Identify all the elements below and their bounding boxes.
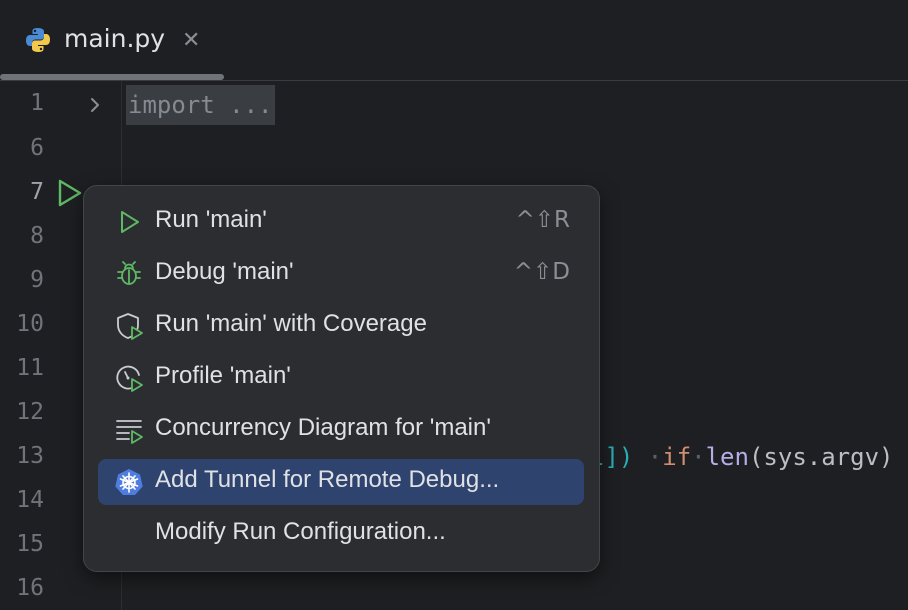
line-number: 7 — [30, 179, 44, 205]
close-icon[interactable]: ✕ — [182, 28, 201, 53]
menu-item-debug[interactable]: Debug 'main' ^⇧D — [98, 251, 584, 297]
line-number: 8 — [30, 223, 44, 249]
chevron-right-icon[interactable] — [84, 94, 106, 116]
menu-item-concurrency-diagram[interactable]: Concurrency Diagram for 'main' — [98, 407, 584, 453]
tab-main-py[interactable]: main.py ✕ — [0, 0, 224, 80]
menu-item-label: Run 'main' with Coverage — [155, 310, 427, 337]
menu-item-label: Add Tunnel for Remote Debug... — [155, 466, 500, 493]
menu-item-label: Modify Run Configuration... — [155, 518, 446, 545]
menu-item-modify-run-configuration[interactable]: Modify Run Configuration... — [98, 511, 584, 557]
code-token: (sys.argv) — [748, 443, 894, 471]
shortcut-label: ^⇧D — [513, 259, 570, 285]
tab-label: main.py — [64, 24, 166, 53]
python-icon — [26, 28, 50, 52]
menu-item-profile[interactable]: Profile 'main' — [98, 355, 584, 401]
line-number: 11 — [16, 355, 44, 381]
menu-item-label: Debug 'main' — [155, 258, 294, 285]
menu-item-run[interactable]: Run 'main' ^⇧R — [98, 199, 584, 245]
menu-item-add-tunnel-remote-debug[interactable]: Add Tunnel for Remote Debug... — [98, 459, 584, 505]
run-context-menu: Run 'main' ^⇧R Debug 'main' ^⇧D Run 'mai… — [83, 185, 600, 572]
run-gutter-icon[interactable] — [56, 178, 84, 208]
line-number: 10 — [16, 311, 44, 337]
line-number: 16 — [16, 575, 44, 601]
active-tab-indicator — [0, 74, 224, 80]
profiler-icon — [116, 365, 143, 392]
coverage-shield-icon — [117, 313, 143, 340]
menu-item-label: Profile 'main' — [155, 362, 291, 389]
concurrency-diagram-icon — [116, 420, 143, 444]
line-number: 15 — [16, 531, 44, 557]
line-number: 9 — [30, 267, 44, 293]
folded-imports[interactable]: import ... — [126, 85, 275, 125]
editor-tab-bar: main.py ✕ — [0, 0, 908, 81]
kubernetes-icon — [115, 469, 143, 495]
line-number: 6 — [30, 135, 44, 161]
menu-item-run-with-coverage[interactable]: Run 'main' with Coverage — [98, 303, 584, 349]
code-token: len — [705, 443, 749, 471]
shortcut-label: ^⇧R — [515, 207, 570, 233]
run-icon — [121, 211, 139, 233]
menu-item-label: Run 'main' — [155, 206, 267, 233]
line-number: 1 — [30, 90, 44, 116]
line-number: 14 — [16, 487, 44, 513]
code-token: if — [662, 443, 692, 471]
line-number: 12 — [16, 399, 44, 425]
code-line-13: l]) ·if·len(sys.argv) — [590, 443, 894, 471]
debug-bug-icon — [117, 261, 141, 285]
menu-item-label: Concurrency Diagram for 'main' — [155, 414, 491, 441]
line-number: 13 — [16, 443, 44, 469]
